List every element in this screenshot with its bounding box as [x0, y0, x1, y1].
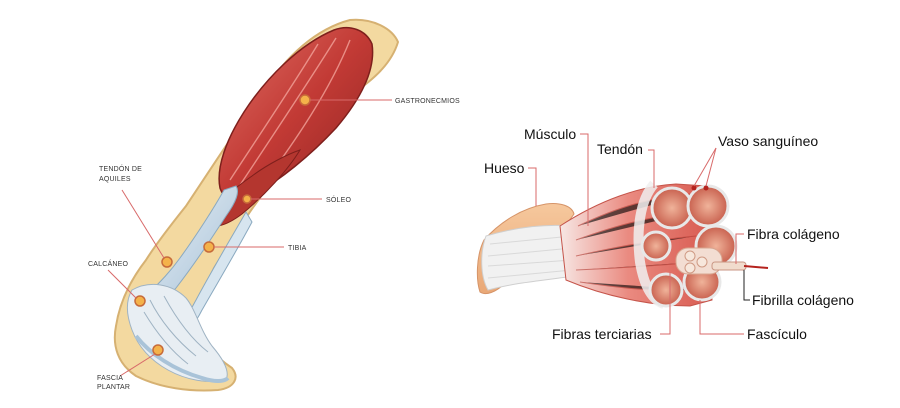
- fiber-end: [684, 262, 696, 274]
- label-muscle: Músculo: [524, 126, 576, 142]
- fascia-leader: [119, 353, 156, 377]
- fascicle-circle: [640, 230, 672, 262]
- collagen-fiber: [711, 261, 747, 271]
- label-calcaneus: CALCÁNEO: [88, 259, 128, 268]
- tendon-structure-illustration: Músculo Tendón Vaso sanguíneo Hueso Fibr…: [476, 126, 854, 342]
- gastrocnemius-marker: [299, 94, 311, 106]
- fascicle-leader: [699, 300, 744, 335]
- fascicle-circle: [648, 272, 684, 308]
- collagen-fibril: [743, 265, 769, 269]
- vessel-leader-1: [693, 147, 717, 187]
- tertiary-fibers-leader: [660, 272, 671, 335]
- label-soleus: SÓLEO: [326, 195, 351, 204]
- plantar-fascia: [134, 334, 230, 383]
- tendon-fiber-lines: [487, 235, 573, 279]
- label-achilles-line1: TENDÓN DE: [99, 164, 142, 173]
- label-blood-vessel: Vaso sanguíneo: [718, 133, 818, 149]
- fiber-end: [684, 250, 696, 262]
- blood-vessel-dot: [703, 185, 709, 191]
- tendon-fibers: [481, 224, 575, 291]
- muscle-leader: [580, 133, 589, 226]
- soleus-marker: [242, 194, 252, 204]
- fascicle-circle: [686, 184, 730, 228]
- fascicle-circle: [650, 186, 694, 230]
- bone-leader: [528, 167, 537, 206]
- gastrocnemius-muscle: [218, 26, 374, 201]
- foot-bone-lines: [143, 295, 209, 365]
- vessel-leader-2: [705, 147, 717, 187]
- label-tertiary-fibers: Fibras terciarias: [552, 326, 652, 342]
- label-collagen-fiber: Fibra colágeno: [747, 226, 840, 242]
- label-gastrocnemius: GASTRONECMIOS: [395, 98, 460, 105]
- calcaneus-marker: [134, 295, 146, 307]
- achilles-marker: [161, 256, 173, 268]
- label-fascia-line1: FASCIA: [97, 375, 123, 382]
- collagen-fibril-leader: [743, 270, 750, 301]
- leg-illustration: GASTRONECMIOS SÓLEO TIBIA TENDÓN DE AQUI…: [88, 18, 460, 392]
- collagen-fiber-leader: [735, 233, 744, 264]
- calcaneus-leader: [107, 269, 137, 299]
- label-tibia: TIBIA: [288, 245, 307, 252]
- blood-vessel-dot: [691, 185, 697, 191]
- label-bone: Hueso: [484, 160, 525, 176]
- tibia-marker: [203, 241, 215, 253]
- label-tendon: Tendón: [597, 141, 643, 157]
- fascia-marker: [152, 344, 164, 356]
- tendon-leader: [648, 149, 655, 188]
- label-collagen-fibril: Fibrilla colágeno: [752, 292, 854, 308]
- achilles-leader: [121, 189, 165, 259]
- fiber-end: [696, 256, 708, 268]
- label-achilles-line2: AQUILES: [99, 176, 131, 183]
- label-fascicle: Fascículo: [747, 326, 807, 342]
- label-fascia-line2: PLANTAR: [97, 384, 130, 391]
